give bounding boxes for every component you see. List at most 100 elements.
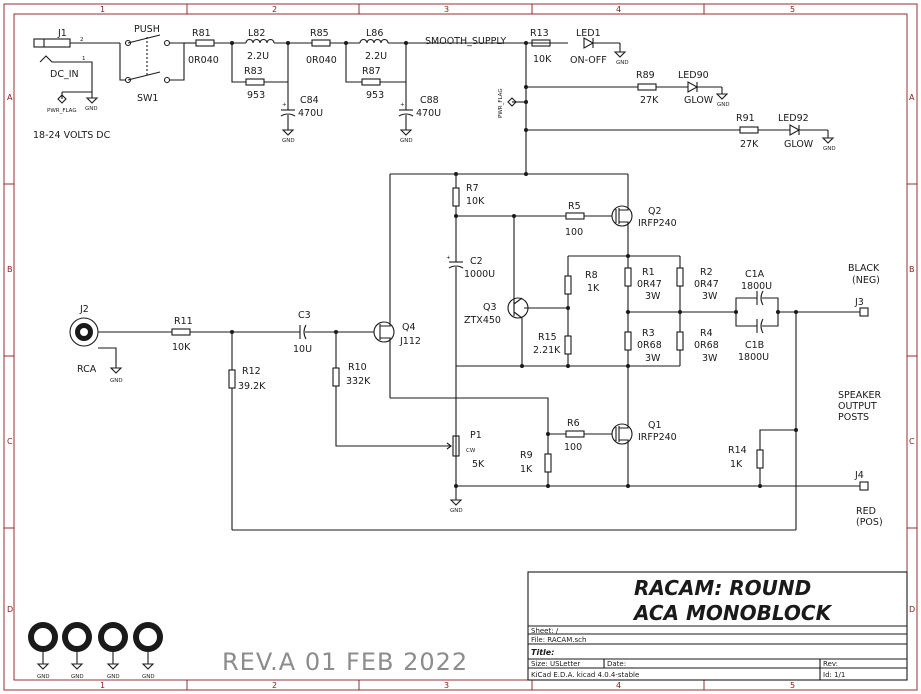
r85-ref: R85 [310, 28, 329, 39]
c1b-ref: C1B [745, 340, 764, 351]
frame-row-d-left: D [7, 605, 13, 614]
r6-ref: R6 [567, 418, 580, 429]
title-block: RACAM: ROUND ACA MONOBLOCK Sheet: / File… [527, 571, 908, 681]
j2-ref: J2 [79, 304, 89, 315]
q4-value: J112 [399, 336, 421, 347]
r3-resistor: R3 0R68 3W [624, 328, 662, 420]
r85-value: 0R040 [306, 55, 337, 66]
r9-value: 1K [520, 464, 533, 475]
pwr-flag-label-1: PWR_FLAG [47, 108, 77, 114]
c1a-value: 1800U [741, 281, 772, 292]
r7-ref: R7 [466, 183, 479, 194]
r4-ref: R4 [700, 328, 713, 339]
led1-value: ON-OFF [570, 55, 607, 66]
c3-ref: C3 [298, 310, 311, 321]
c84-capacitor: + C84 470U GND [280, 43, 323, 144]
r87-resistor: R87 953 [345, 43, 406, 101]
revision-date-text: REV.A 01 FEB 2022 [222, 648, 468, 676]
amplifier-section: R7 10K R5 100 Q2 IRFP240 [69, 172, 883, 531]
led92-value: GLOW [784, 139, 814, 150]
frame-col-1-bottom: 1 [100, 681, 105, 690]
red-label-1: RED [856, 506, 876, 517]
r89-value: 27K [640, 95, 659, 106]
r8-value: 1K [587, 283, 600, 294]
r3-ref: R3 [642, 328, 655, 339]
sw1-ref: SW1 [137, 93, 158, 104]
frame-row-a-left: A [7, 93, 13, 102]
r2-value: 0R47 [694, 279, 719, 290]
frame-row-b-right: B [909, 265, 915, 274]
svg-text:+: + [282, 102, 287, 108]
frame-col-2-bottom: 2 [272, 681, 277, 690]
svg-text:2: 2 [80, 37, 84, 43]
r1-power: 3W [645, 291, 661, 302]
r4-power: 3W [702, 353, 718, 364]
frame-col-3-top: 3 [444, 5, 449, 14]
r14-ref: R14 [728, 445, 747, 456]
r6-value: 100 [564, 442, 582, 453]
q2-value: IRFP240 [638, 218, 677, 229]
r11-value: 10K [172, 342, 191, 353]
gnd-label: GND [717, 102, 730, 108]
r4-value: 0R68 [694, 340, 719, 351]
date-label: Date: [607, 660, 626, 668]
speaker-label-2: OUTPUT [838, 401, 877, 412]
r81-ref: R81 [192, 28, 211, 39]
q2-mosfet: Q2 IRFP240 [611, 174, 677, 232]
q3-transistor: Q3 ZTX450 [464, 297, 529, 366]
pwr-flag-j1: PWR_FLAG GND [47, 91, 99, 114]
smooth-supply-net-label: SMOOTH_SUPPLY [425, 36, 506, 47]
r81-resistor: R81 0R040 [188, 28, 219, 66]
p1-potentiometer: P1 CW 5K [444, 430, 485, 470]
led1-ref: LED1 [576, 28, 601, 39]
p1-cw: CW [466, 448, 476, 454]
r15-value: 2.21K [533, 345, 561, 356]
sw1-switch: PUSH SW1 [119, 24, 185, 104]
mounting-hole-4: GND [133, 622, 163, 680]
led90-ref: LED90 [678, 70, 709, 81]
p1-value: 5K [472, 459, 485, 470]
frame-row-c-right: C [909, 437, 915, 446]
file-label: File: RACAM.sch [531, 636, 586, 644]
l86-inductor: L86 2.2U [359, 28, 389, 62]
c2-capacitor: + C2 1000U [446, 255, 495, 500]
svg-text:+: + [446, 255, 451, 261]
r11-ref: R11 [174, 316, 193, 327]
r8-ref: R8 [585, 270, 598, 281]
gnd-label: GND [282, 138, 295, 144]
r1-resistor: R1 0R47 3W [624, 256, 662, 332]
power-supply-section: J1 DC_IN 2 1 PWR_FLAG GND 18-24 VOLTS DC… [33, 24, 836, 174]
j3-ref: J3 [854, 297, 864, 308]
rev-label: Rev: [823, 660, 838, 668]
size-label: Size: USLetter [531, 660, 580, 668]
r12-resistor: R12 39.2K [228, 332, 266, 530]
r13-ref: R13 [530, 28, 549, 39]
c84-value: 470U [298, 108, 323, 119]
c1b-value: 1800U [738, 352, 769, 363]
gnd-label: GND [823, 146, 836, 152]
l86-value: 2.2U [365, 51, 387, 62]
c88-capacitor: + C88 470U GND [398, 43, 441, 144]
r6-resistor: R6 100 [548, 418, 612, 453]
q4-ref: Q4 [402, 322, 416, 333]
j4-speaker-positive: J4 RED (POS) [854, 470, 883, 528]
mounting-hole-2: GND [62, 622, 92, 680]
frame-row-b-left: B [7, 265, 13, 274]
frame-col-3-bottom: 3 [444, 681, 449, 690]
c1b-capacitor: C1B 1800U [735, 312, 779, 363]
sheet-frame: 1 2 3 4 5 1 2 3 4 5 A B C D A B C D [3, 3, 918, 691]
frame-col-5-top: 5 [790, 5, 795, 14]
r2-ref: R2 [700, 267, 713, 278]
l82-ref: L82 [248, 28, 265, 39]
project-title-line-1: RACAM: ROUND [634, 576, 811, 600]
gnd-label: GND [110, 378, 123, 384]
r10-resistor: R10 332K [332, 332, 450, 447]
mounting-holes: GND GND GND GND [28, 622, 163, 680]
project-title-line-2: ACA MONOBLOCK [632, 601, 833, 625]
frame-col-1-top: 1 [100, 5, 105, 14]
c3-capacitor: C3 10U [293, 310, 374, 355]
j1-dc-jack: J1 DC_IN 2 1 [33, 28, 120, 92]
red-label-2: (POS) [856, 517, 883, 528]
q3-value: ZTX450 [464, 315, 501, 326]
